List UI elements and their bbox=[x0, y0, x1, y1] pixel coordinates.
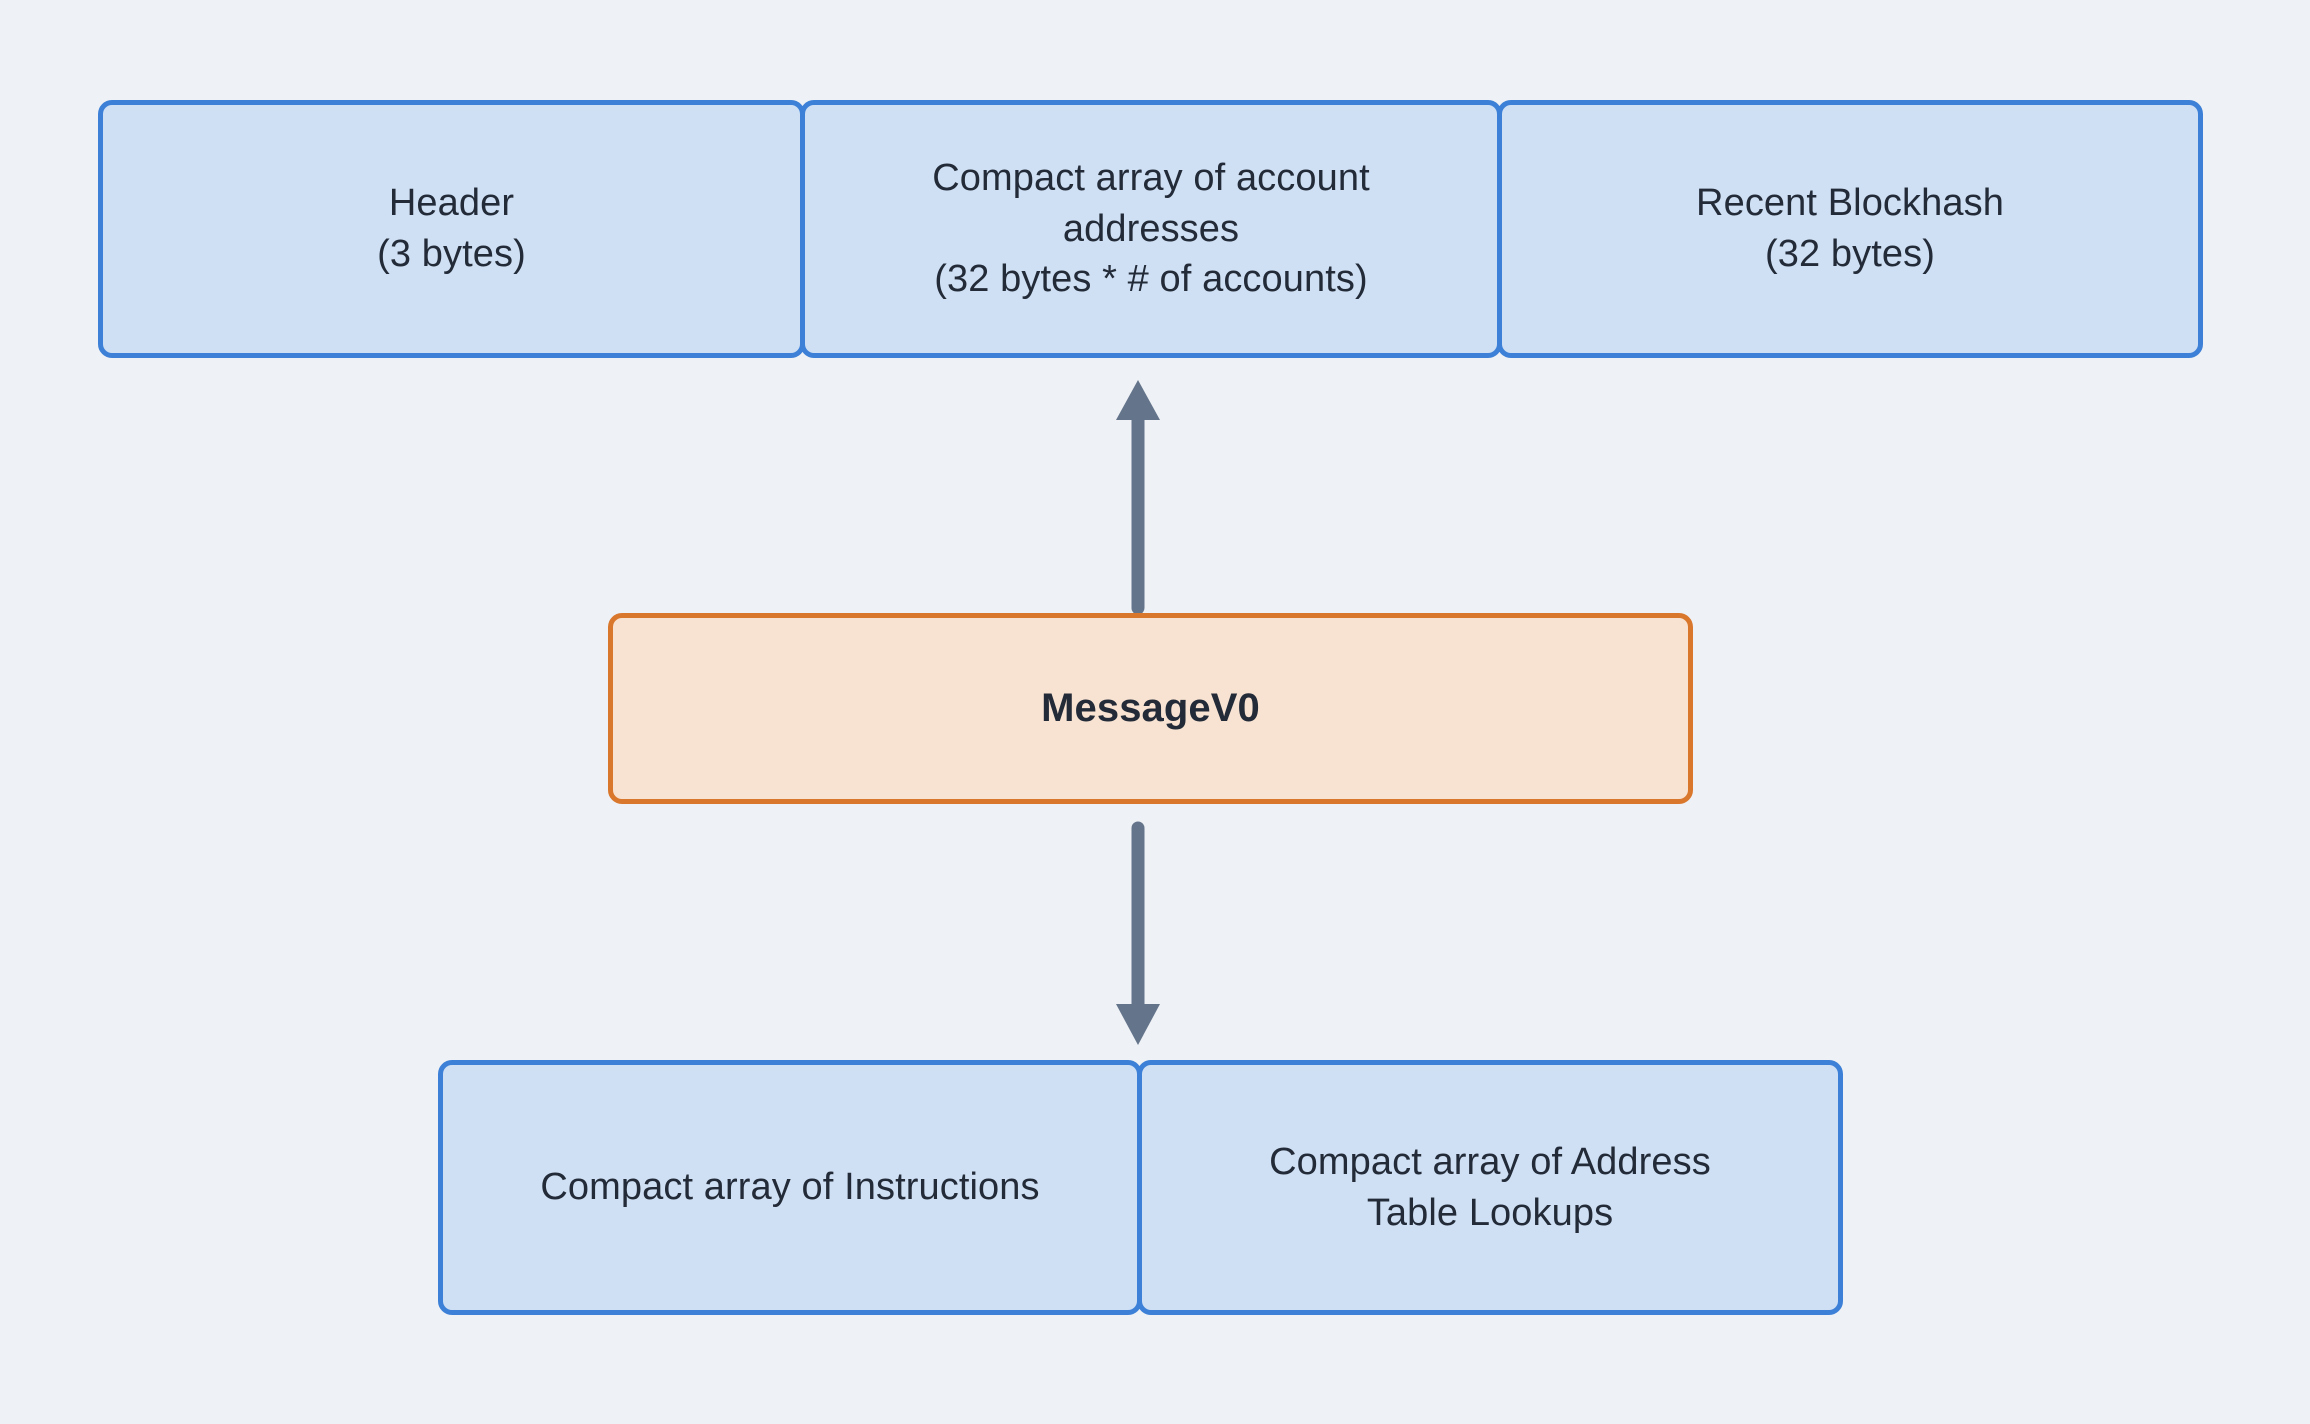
arrow-down-icon bbox=[1116, 821, 1160, 1045]
node-recent-blockhash-line-1: Recent Blockhash bbox=[1696, 182, 2004, 225]
node-messagev0-label: MessageV0 bbox=[1041, 685, 1260, 730]
node-instruction-array[interactable]: Compact array of Instructions bbox=[438, 1060, 1142, 1315]
node-account-addresses[interactable]: Compact array of account addresses (32 b… bbox=[800, 100, 1502, 358]
node-header-line-2: (3 bytes) bbox=[377, 233, 526, 275]
node-address-table-lookups-line-1: Compact array of Address Table Lookups bbox=[1269, 1140, 1711, 1234]
node-account-addresses-line-2: (32 bytes * # of accounts) bbox=[934, 258, 1368, 301]
node-header-line-1: Header bbox=[388, 182, 515, 225]
node-header[interactable]: Header (3 bytes) bbox=[98, 100, 805, 358]
node-messagev0[interactable]: MessageV0 bbox=[608, 613, 1693, 804]
node-account-addresses-line-1: Compact array of account addresses bbox=[932, 156, 1370, 250]
arrow-up-icon bbox=[1116, 380, 1160, 615]
node-recent-blockhash-line-2: (32 bytes) bbox=[1765, 233, 1935, 275]
node-recent-blockhash[interactable]: Recent Blockhash (32 bytes) bbox=[1497, 100, 2203, 358]
node-address-table-lookups[interactable]: Compact array of Address Table Lookups bbox=[1137, 1060, 1843, 1315]
node-instruction-array-line-1: Compact array of Instructions bbox=[540, 1166, 1040, 1209]
